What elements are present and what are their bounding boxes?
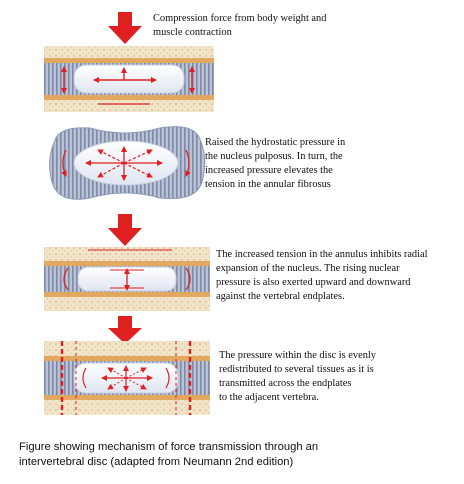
disc-segment-2 (44, 247, 210, 311)
step-1-text: Compression force from body weight and m… (153, 13, 327, 38)
compression-arrow-1 (108, 12, 142, 44)
step-4-text: The pressure within the disc is evenly r… (219, 350, 376, 403)
compression-arrow-2 (108, 214, 142, 246)
step-2-text: Raised the hydrostatic pressure in the n… (205, 137, 346, 190)
figure-caption: Figure showing mechanism of force transm… (19, 441, 319, 468)
disc-segment-3 (44, 341, 210, 415)
disc-segment-1 (44, 46, 214, 112)
bulging-disc (49, 126, 206, 200)
compression-arrow-3 (108, 316, 142, 344)
step-3-text: The increased tension in the annulus inh… (216, 249, 428, 302)
